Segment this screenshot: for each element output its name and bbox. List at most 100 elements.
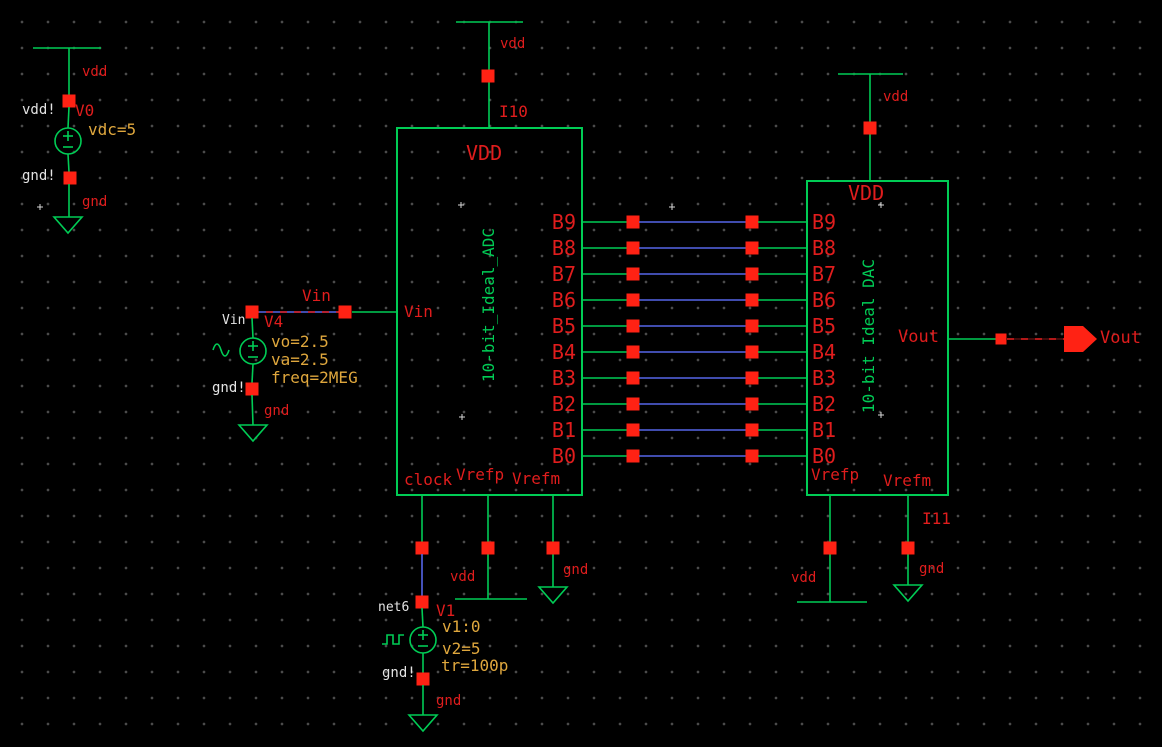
adc-instance-label[interactable]: I10 [499,102,528,121]
v1-vpulse-source-symbol[interactable] [382,626,437,673]
dac-b7-pin[interactable] [745,267,759,281]
v4-va-property[interactable]: va=2.5 [271,350,329,369]
adc-vrefm-pin[interactable] [546,541,560,555]
dac-b3-pin[interactable] [745,371,759,385]
dac-b6-pin[interactable] [745,293,759,307]
dac-b9-pin[interactable] [745,215,759,229]
dac-vrefm-pin[interactable] [901,541,915,555]
adc-bit-label-b7: B7 [551,262,576,286]
dac-b5-pin[interactable] [745,319,759,333]
adc-b8-pin[interactable] [626,241,640,255]
dac-vdd-pin[interactable] [863,121,877,135]
origin-marker [878,202,884,208]
dac-vrefm-rail-label: gnd [919,561,945,577]
adc-bit-label-b0: B0 [551,444,576,468]
adc-b3-pin[interactable] [626,371,640,385]
v1-v2-property[interactable]: v2=5 [442,639,481,658]
dac-vrefm-wire[interactable] [892,495,924,603]
v0-gnd-rail-symbol[interactable] [52,184,84,235]
dac-bit-label-b6: B6 [812,288,837,312]
v4-freq-property[interactable]: freq=2MEG [271,368,358,387]
v0-minus-pin[interactable] [63,171,77,185]
adc-title: 10-bit_Ideal_ADC [479,227,498,383]
v4-net-bottom-label[interactable]: gnd! [212,380,246,396]
net6-pin[interactable] [415,595,429,609]
v4-gnd-rail-symbol[interactable] [237,394,269,443]
v0-vdd-rail-symbol[interactable] [33,47,101,95]
adc-vrefm-wire[interactable] [537,495,569,605]
dac-vdd-rail-symbol[interactable] [838,73,903,181]
dac-pin-vrefp-label: Vrefp [811,465,860,484]
v1-v1-property[interactable]: v1:0 [442,617,481,636]
dac-instance-body[interactable] [806,180,949,496]
origin-marker [669,204,675,210]
adc-vrefp-pin[interactable] [481,541,495,555]
adc-bit-label-b4: B4 [551,340,576,364]
v1-top-wire[interactable] [421,607,424,628]
adc-b4-pin[interactable] [626,345,640,359]
adc-b2-pin[interactable] [626,397,640,411]
adc-clock-pin[interactable] [415,541,429,555]
adc-b1-pin[interactable] [626,423,640,437]
adc-b6-pin[interactable] [626,293,640,307]
dac-instance-label[interactable]: I11 [922,509,951,528]
adc-pin-clock-label: clock [404,470,453,489]
dac-b0-pin[interactable] [745,449,759,463]
vin-wire-pin[interactable] [338,305,352,319]
vout-output-port-icon[interactable] [1064,326,1097,352]
dac-b2-pin[interactable] [745,397,759,411]
origin-marker [37,204,43,210]
v0-net-bottom-label[interactable]: gnd! [22,168,56,184]
dac-b1-pin[interactable] [745,423,759,437]
v0-instance-label[interactable]: V0 [75,101,95,120]
v4-vo-property[interactable]: vo=2.5 [271,332,329,351]
adc-b7-pin[interactable] [626,267,640,281]
adc-vdd-pin[interactable] [481,69,495,83]
origin-marker [458,202,464,208]
v4-plus-pin[interactable] [245,305,259,319]
dac-vrefp-pin[interactable] [823,541,837,555]
adc-pin-vrefm-label: Vrefm [512,469,561,488]
v0-plus-pin[interactable] [62,94,76,108]
adc-b9-pin[interactable] [626,215,640,229]
adc-instance-body[interactable] [396,127,583,496]
v4-net-top-label[interactable]: Vin [222,313,246,328]
v1-minus-pin[interactable] [416,672,430,686]
v1-net-top-label[interactable]: net6 [378,600,410,615]
v4-instance-label[interactable]: V4 [264,312,284,331]
dac-bit-label-b9: B9 [812,210,837,234]
dac-bit-label-b7: B7 [812,262,837,286]
adc-bit-label-b2: B2 [551,392,576,416]
pulse-icon [382,634,404,645]
dac-bit-label-b8: B8 [812,236,837,260]
v4-vsin-source-symbol[interactable] [212,317,267,384]
adc-vrefp-rail-label: vdd [450,569,476,585]
v1-gnd-rail-symbol[interactable] [407,685,439,733]
v1-net-bottom-label[interactable]: gnd! [382,665,416,681]
v0-vdc-property[interactable]: vdc=5 [88,120,137,139]
vout-port-label[interactable]: Vout [1100,328,1141,348]
dac-rail-top-label: vdd [883,89,909,105]
adc-pin-vrefp-label: Vrefp [456,465,505,484]
v1-instance-label[interactable]: V1 [436,601,456,620]
adc-b5-pin[interactable] [626,319,640,333]
adc-b0-pin[interactable] [626,449,640,463]
adc-bit-label-b5: B5 [551,314,576,338]
adc-bit-label-b3: B3 [551,366,576,390]
adc-vdd-rail-symbol[interactable] [456,21,523,128]
v1-tr-property[interactable]: tr=100p [441,656,509,675]
v0-net-top-label[interactable]: vdd! [22,102,56,118]
adc-pin-vdd-label: VDD [466,141,503,165]
dac-b8-pin[interactable] [745,241,759,255]
vout-wire-pin[interactable] [995,333,1007,345]
v4-minus-pin[interactable] [245,382,259,396]
dac-bit-label-b4: B4 [812,340,837,364]
v0-vdc-source-symbol[interactable] [54,106,82,173]
v4-rail-bottom-label: gnd [264,403,290,419]
origin-marker [459,414,465,420]
origin-marker [878,412,884,418]
adc-bit-label-b1: B1 [551,418,576,442]
dac-b4-pin[interactable] [745,345,759,359]
vin-wire-net-label[interactable]: Vin [302,286,331,305]
